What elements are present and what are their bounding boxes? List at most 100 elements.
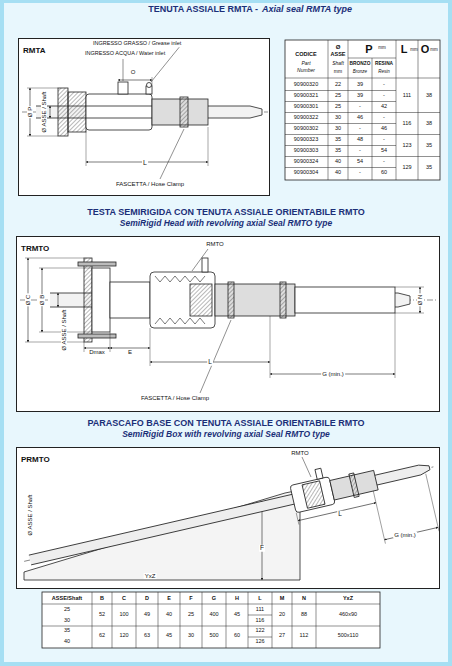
table-cell: 500x110 — [338, 633, 359, 639]
section-subtitle: SemiRigid Box with revolving axial Seal … — [122, 430, 330, 439]
dimension-label: Ø B — [39, 294, 45, 306]
table-cell: CODICE — [295, 52, 316, 58]
frame-heading: TRMTO — [17, 242, 53, 256]
callout-label: RMTO — [205, 241, 225, 247]
dimension-label: E — [127, 349, 133, 355]
table-cell: 35 — [64, 628, 70, 634]
table-cell: 45 — [234, 612, 240, 618]
table-cell: 90900321 — [294, 93, 318, 99]
table-cell: - — [359, 126, 361, 132]
table-cell: mm — [334, 69, 342, 74]
table-cell: 40 — [335, 159, 341, 165]
table-cell: M — [280, 596, 285, 602]
table-cell: 90900302 — [294, 126, 318, 132]
table-cell: - — [359, 170, 361, 176]
section-title: TENUTA ASSIALE RMTA - — [148, 5, 258, 14]
table-cell: 52 — [99, 612, 105, 618]
table-cell: Bronze — [353, 70, 367, 75]
table-cell: 30 — [188, 633, 194, 639]
table-cell: 460x90 — [339, 612, 357, 618]
table-cell: 90900322 — [294, 115, 318, 121]
table-cell: D — [145, 596, 149, 602]
table-cell: 116 — [403, 121, 412, 127]
table-cell: P — [365, 44, 372, 55]
dimension-label: Ø C — [25, 294, 31, 307]
table-cell: 46 — [381, 126, 387, 132]
callout-label: FASCETTA / Hose Clamp — [140, 395, 210, 401]
table-cell: 90900301 — [294, 104, 318, 110]
section-subtitle: Axial seal RMTA type — [262, 5, 352, 14]
table-cell: G — [212, 596, 216, 602]
table-cell: YxZ — [343, 596, 353, 602]
table-cell: 62 — [99, 633, 105, 639]
table-cell: 111 — [256, 607, 264, 613]
table-cell: 90900323 — [294, 137, 318, 143]
table-cell: 88 — [301, 612, 307, 618]
table-cell: L — [401, 44, 408, 55]
dimension-label: F — [259, 545, 265, 552]
dimension-label: Ø P — [27, 106, 33, 118]
table-cell: 39 — [357, 93, 363, 99]
callout-label: FASCETTA / Hose Clamp — [115, 181, 185, 187]
table-cell: B — [100, 596, 104, 602]
table-cell: 25 — [64, 607, 70, 613]
dimension-label: L — [207, 359, 213, 366]
table-cell: F — [189, 596, 192, 602]
table-cell: 122 — [255, 628, 264, 634]
table-cell: 27 — [279, 633, 285, 639]
table-cell: - — [359, 148, 361, 154]
table-cell: 25 — [335, 104, 341, 110]
dimension-label: G (min.) — [393, 532, 417, 538]
table-cell: 25 — [335, 93, 341, 99]
table-cell: Resin — [378, 70, 390, 75]
table-cell: 111 — [403, 93, 411, 99]
table-cell: 90900324 — [294, 159, 318, 165]
dimension-label: L — [337, 511, 343, 518]
table-cell: 123 — [402, 143, 411, 149]
dimension-label: Ø N — [417, 294, 423, 307]
table-cell: 63 — [144, 633, 150, 639]
table-cell: mm — [378, 46, 386, 51]
section-title: PARASCAFO BASE CON TENUTA ASSIALE ORIENT… — [87, 419, 364, 428]
table-cell: 35 — [335, 137, 341, 143]
table-cell: Shaft — [332, 61, 344, 66]
table-cell: 129 — [402, 165, 411, 171]
table-cell: - — [383, 159, 385, 165]
table-cell: - — [383, 82, 385, 88]
dimension-label: Ø ASSE / Shaft — [61, 308, 67, 351]
table-cell: 30 — [335, 115, 341, 121]
table-cell: C — [122, 596, 126, 602]
table-cell: 38 — [426, 121, 432, 127]
frame-heading: RMTA — [19, 44, 50, 58]
table-cell: mm — [410, 48, 418, 53]
table-cell: mm — [430, 48, 438, 53]
dimension-label: Ø ASSE / Shaft — [27, 493, 33, 536]
table-cell: 38 — [426, 93, 432, 99]
table-cell: 35 — [335, 148, 341, 154]
table-cell: 54 — [357, 159, 363, 165]
table-cell: - — [359, 104, 361, 110]
table-cell: RESINA — [375, 62, 393, 67]
dimension-label: L — [142, 159, 148, 166]
table-cell: 116 — [256, 618, 265, 624]
table-cell: 35 — [426, 165, 432, 171]
table-cell: 35 — [426, 143, 432, 149]
dimension-label: G (min.) — [321, 371, 345, 377]
drawing-frame: PRMTO — [16, 447, 440, 589]
drawing-frame: TRMTO — [16, 236, 440, 412]
table-cell: 90900304 — [294, 170, 318, 176]
table-cell: 49 — [144, 612, 150, 618]
dimension-label: YxZ — [144, 573, 157, 579]
dimension-label: O — [130, 69, 137, 75]
table-cell: - — [383, 137, 385, 143]
callout-label: INGRESSO GRASSO / Grease inlet — [92, 41, 182, 47]
dimension-label: Dmax — [88, 349, 106, 355]
section-subtitle: SemiRigid Head with revolving axial Seal… — [120, 219, 332, 228]
table-cell: 46 — [357, 115, 363, 121]
frame-heading: PRMTO — [17, 453, 54, 467]
table-cell: O — [421, 44, 430, 55]
table-cell: Part — [301, 61, 310, 66]
table-cell: 40 — [335, 170, 341, 176]
table-cell: 42 — [381, 104, 387, 110]
